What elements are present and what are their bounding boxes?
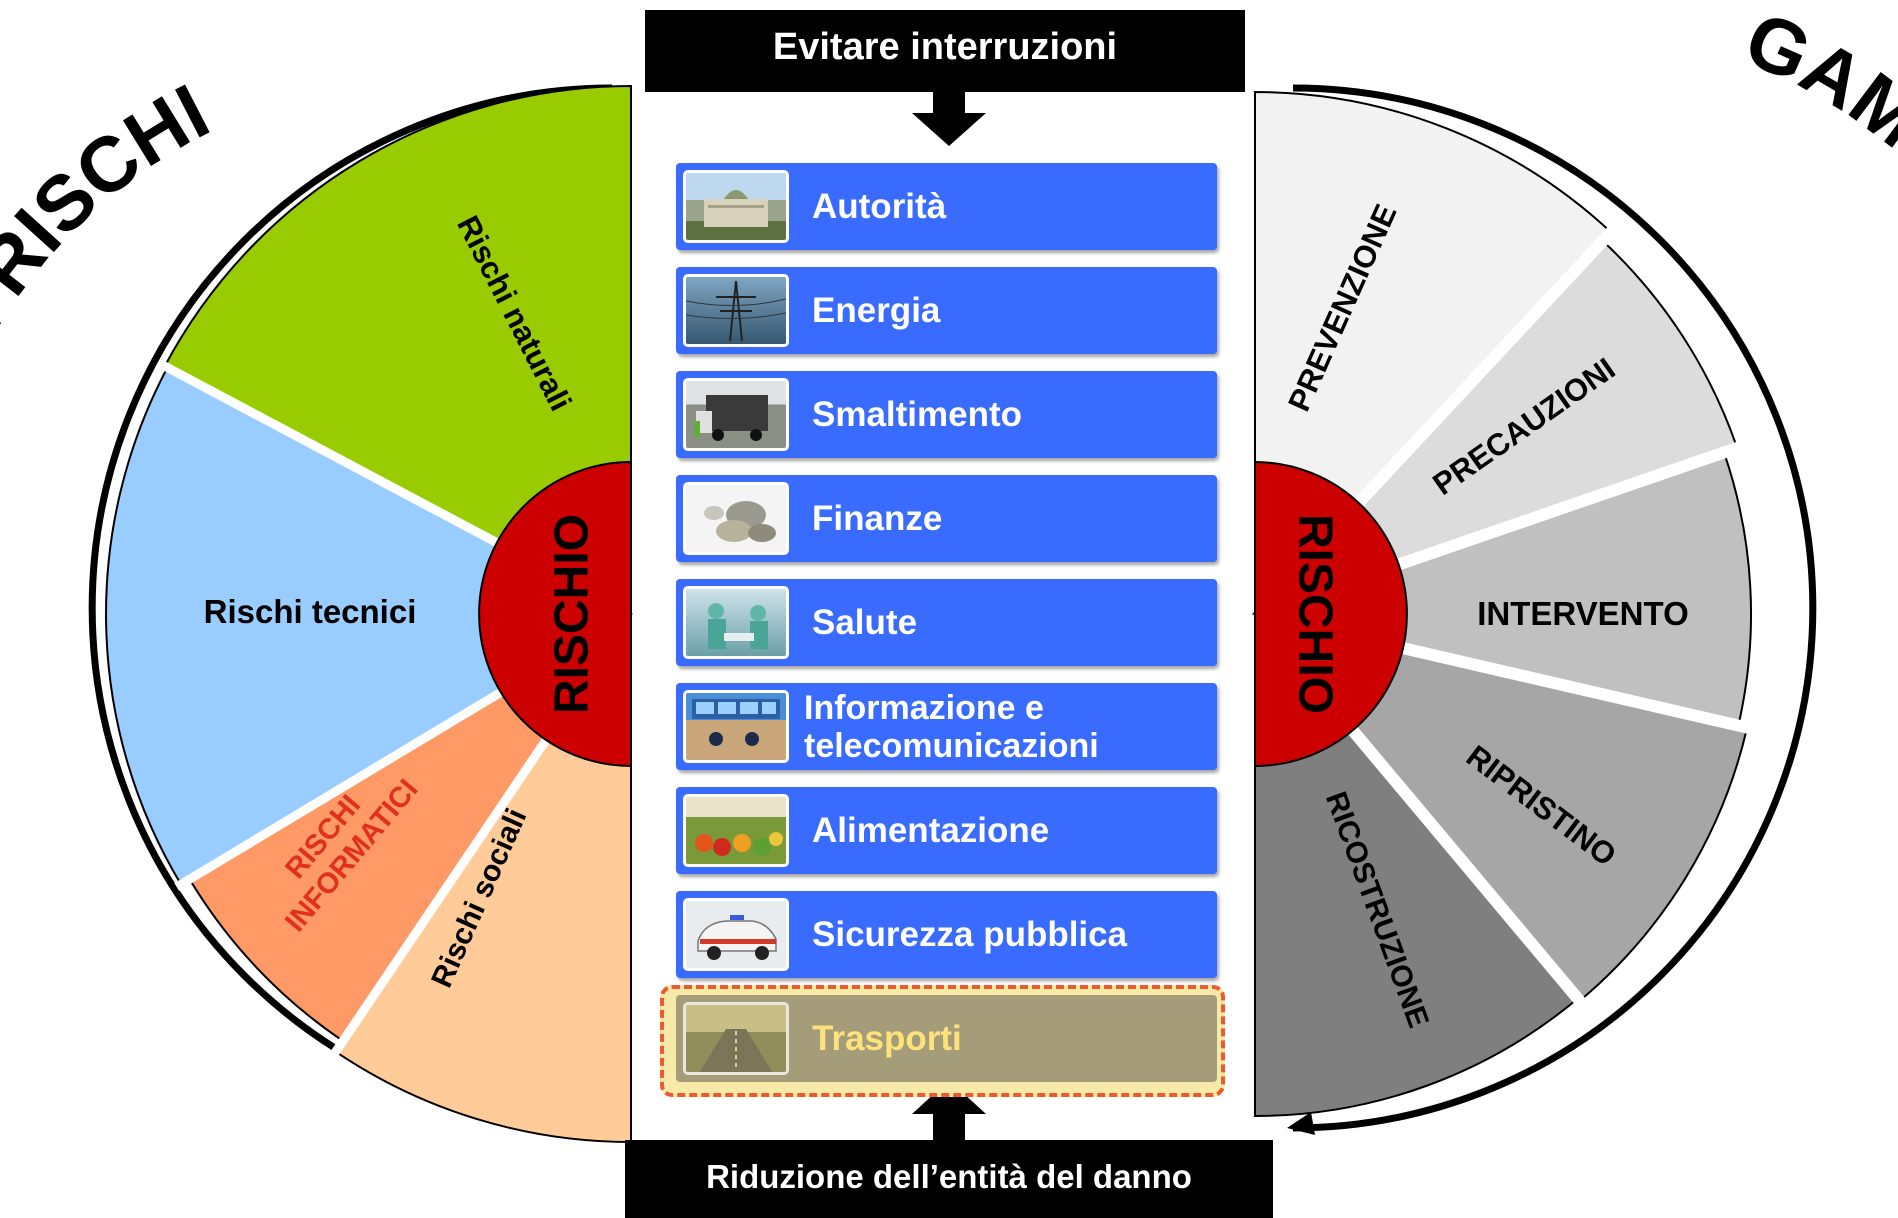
right-segment-1 <box>1254 90 1613 617</box>
sector-label: Sicurezza pubblica <box>812 914 1128 954</box>
sector-sicurezza-pubblica: Sicurezza pubblica <box>676 891 1217 978</box>
sector-label: Informazione e telecomunicazioni <box>804 688 1099 765</box>
sector-energia: Energia <box>676 267 1217 354</box>
top-label-box: Evitare interruzioni <box>645 10 1245 92</box>
coins-icon <box>683 482 789 555</box>
left-center-label: RISCHIO <box>546 514 599 714</box>
sector-alimentazione: Alimentazione <box>676 787 1217 874</box>
vegetable-market-icon <box>683 794 789 867</box>
sector-label: Energia <box>812 290 941 330</box>
svg-text:GAMMA DI MISURE: GAMMA DI MISURE <box>1733 0 1898 650</box>
sector-label: Trasporti <box>812 1018 962 1058</box>
sector-salute: Salute <box>676 579 1217 666</box>
bottom-label-text: Riduzione dell’entità del danno <box>706 1158 1192 1195</box>
sector-finanze: Finanze <box>676 475 1217 562</box>
left-segment-2 <box>105 366 634 886</box>
right-segment-3 <box>1251 451 1753 727</box>
power-lines-icon <box>683 274 789 347</box>
segment-label-intervento: INTERVENTO <box>1477 595 1689 632</box>
right-outer-arc <box>1292 84 1817 1132</box>
sector-informazione: Informazione e telecomunicazioni <box>676 683 1217 770</box>
police-car-icon <box>683 898 789 971</box>
bottom-label-box: Riduzione dell’entità del danno <box>625 1140 1273 1218</box>
right-arc-title: GAMMA DI MISURE <box>1733 0 1898 650</box>
sector-label: Autorità <box>812 186 947 226</box>
segment-label-rischi-tecnici: Rischi tecnici <box>204 593 417 630</box>
bottom-arrow-shaft <box>933 1112 965 1142</box>
sector-label: Smaltimento <box>812 394 1023 434</box>
parliament-building-icon <box>683 170 789 243</box>
control-room-icon <box>683 690 789 763</box>
left-center-semicircle <box>478 460 632 768</box>
right-segment-4 <box>1252 612 1749 1003</box>
sector-autorita: Autorità <box>676 163 1217 250</box>
sector-smaltimento: Smaltimento <box>676 371 1217 458</box>
highway-icon <box>683 1002 789 1075</box>
garbage-truck-icon <box>683 378 789 451</box>
sector-label: Finanze <box>812 498 943 538</box>
sector-label: Salute <box>812 602 918 642</box>
left-segment-1 <box>163 84 632 616</box>
sector-trasporti: Trasporti <box>676 995 1217 1082</box>
sector-label: Alimentazione <box>812 810 1050 850</box>
top-label-text: Evitare interruzioni <box>772 26 1118 68</box>
right-center-semicircle <box>1254 460 1408 768</box>
right-center-label: RISCHIO <box>1288 514 1341 714</box>
left-segment-3 <box>188 613 632 1043</box>
bottom-arrow-head <box>912 1080 986 1114</box>
right-wheel-segments <box>1250 90 1773 1118</box>
top-arrow-head <box>912 113 986 146</box>
surgery-icon <box>683 586 789 659</box>
right-arc-arrowhead <box>1287 1112 1315 1135</box>
